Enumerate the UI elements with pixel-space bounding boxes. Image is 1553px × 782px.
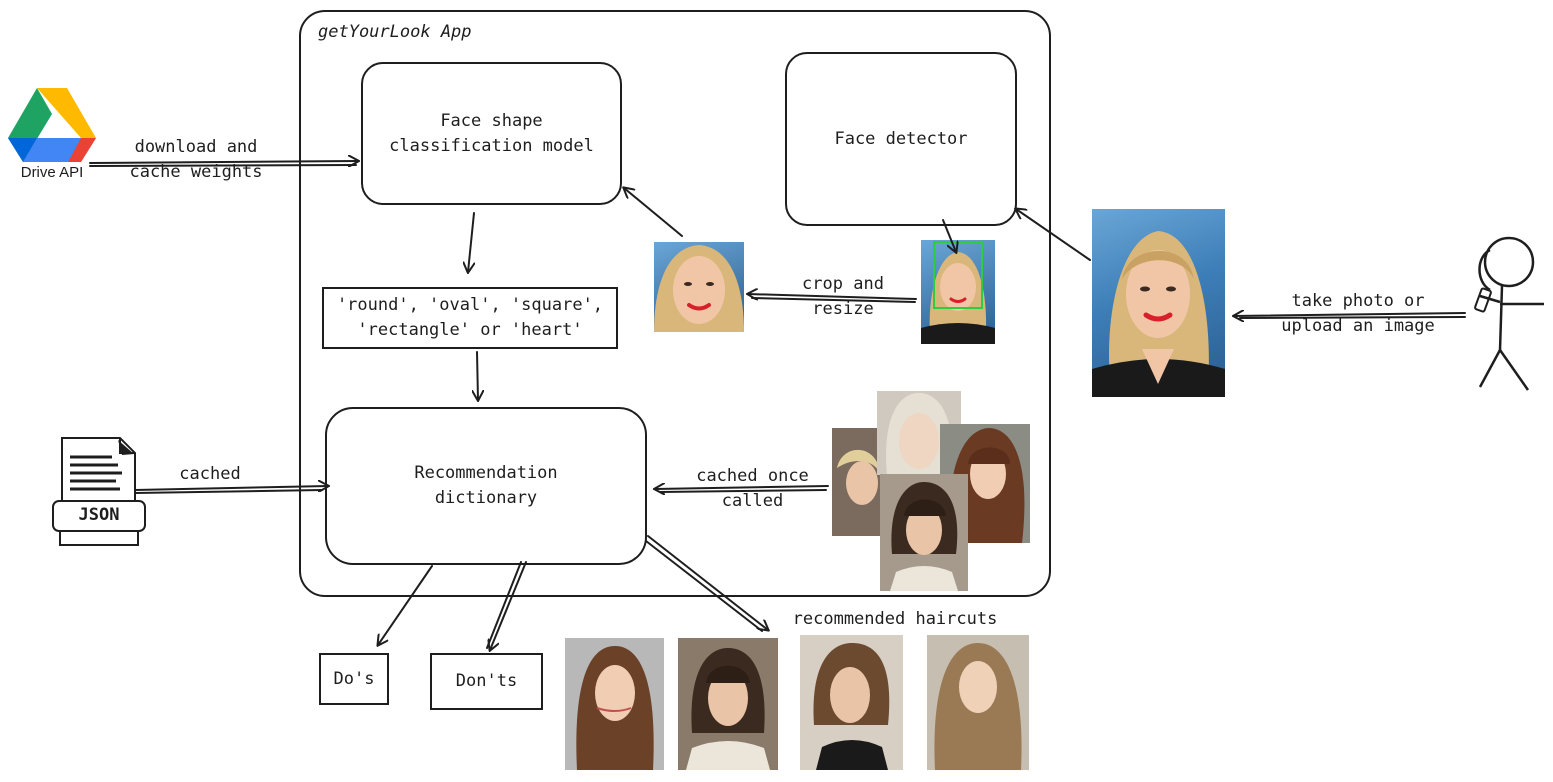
dos-label: Do's xyxy=(333,668,375,689)
face-shape-model-label-1: Face shape xyxy=(440,110,543,131)
dos-box: Do's xyxy=(319,653,389,705)
face-shape-model-box: Face shape classification model xyxy=(361,62,622,205)
arrow-user-to-photo xyxy=(1234,313,1466,316)
google-drive-icon xyxy=(8,88,96,162)
arrow-json-to-dict xyxy=(134,486,328,490)
face-shape-model-label-2: classification model xyxy=(389,135,594,156)
detected-face-photo xyxy=(921,240,995,344)
recommended-haircut-3 xyxy=(800,635,903,770)
crop-resize-label: crop and resize xyxy=(802,274,884,319)
arrow-dict-to-recommended xyxy=(647,535,768,630)
face-detector-box: Face detector xyxy=(785,52,1017,226)
arrow-model-to-shapes xyxy=(468,212,475,272)
take-photo-label: take photo or upload an image xyxy=(1281,291,1435,336)
json-label: JSON xyxy=(78,505,120,525)
cached-haircut-1 xyxy=(832,428,882,536)
face-detector-label: Face detector xyxy=(834,128,968,149)
recommended-haircut-2 xyxy=(678,638,778,770)
arrow-photo-to-detector xyxy=(1016,209,1091,261)
cached-label: cached xyxy=(179,464,241,484)
recommended-haircut-4 xyxy=(927,635,1029,770)
arrow-detector-to-face xyxy=(942,219,956,252)
recommendation-label-1: Recommendation xyxy=(414,463,558,483)
input-photo xyxy=(1092,209,1225,397)
arrow-shapes-to-dict xyxy=(477,351,478,400)
donts-label: Don'ts xyxy=(455,671,518,691)
recommended-haircut-1 xyxy=(565,638,664,770)
cached-once-label: cached once called xyxy=(696,466,809,511)
arrow-dict-to-donts xyxy=(490,561,527,650)
app-title: getYourLook App xyxy=(318,22,472,42)
cached-haircut-4 xyxy=(880,474,968,591)
download-label: download and cache weights xyxy=(129,137,263,182)
stick-figure-user-icon xyxy=(1474,236,1544,391)
json-document-icon xyxy=(52,437,146,546)
cropped-face-photo xyxy=(654,242,744,332)
arrow-crop-resize xyxy=(748,294,917,299)
recommendation-label-2: dictionary xyxy=(434,488,538,508)
arrow-crop-to-model xyxy=(624,188,683,237)
arrow-drive-to-model xyxy=(89,161,358,163)
app-container xyxy=(299,10,1051,597)
recommended-haircuts-label: recommended haircuts xyxy=(792,609,998,629)
face-shapes-label-2: 'rectangle' or 'heart' xyxy=(357,320,583,340)
donts-box: Don'ts xyxy=(430,653,543,710)
face-shapes-label-1: 'round', 'oval', 'square', xyxy=(336,295,604,315)
drive-api-label: Drive API xyxy=(20,164,84,181)
arrow-dict-to-dos xyxy=(378,565,433,645)
arrow-cached-to-dict xyxy=(655,486,829,489)
face-shapes-box: 'round', 'oval', 'square', 'rectangle' o… xyxy=(322,287,618,349)
